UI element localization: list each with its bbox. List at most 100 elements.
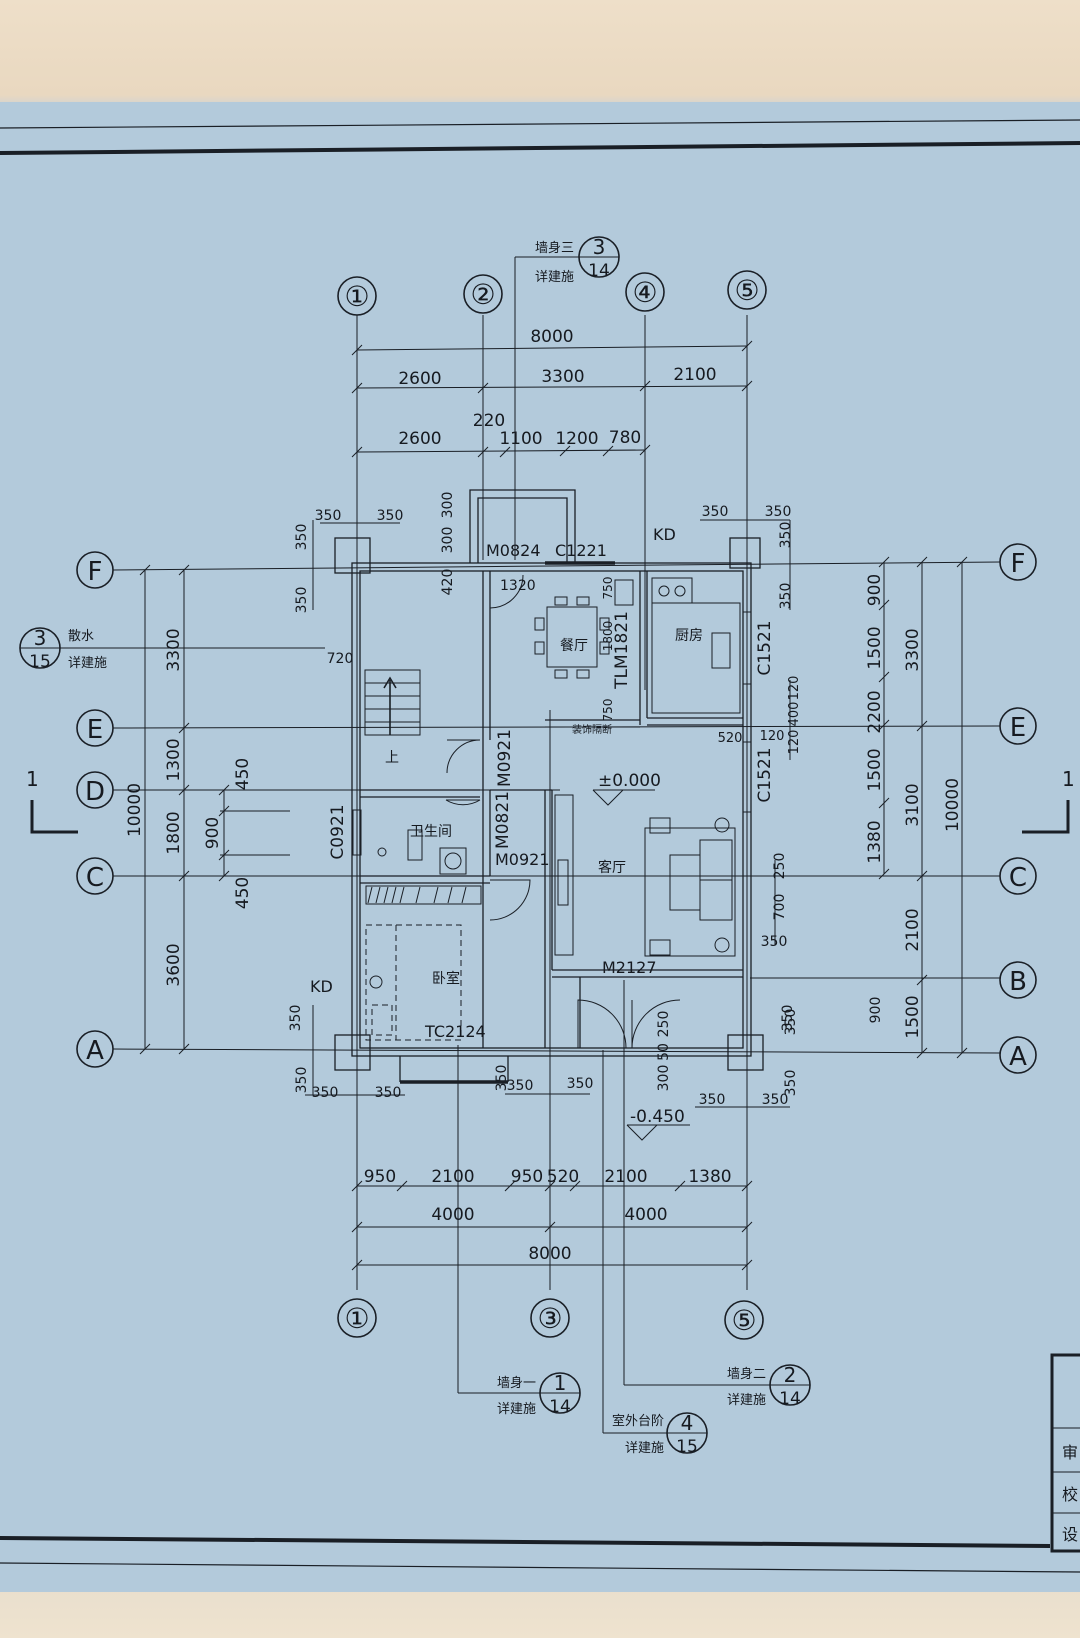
dim-top-small-4: 350: [765, 504, 792, 520]
label-C1521-1: C1521: [755, 620, 775, 675]
svg-text:散水: 散水: [68, 629, 94, 644]
label-M0921-1: M0921: [495, 729, 515, 787]
axis-bubble-bottom-3: ③: [530, 1298, 570, 1338]
dim-bot-small-1: 350: [312, 1085, 339, 1101]
dim-right-r1-3: 2100: [903, 908, 923, 951]
svg-text:3: 3: [34, 626, 47, 650]
kitchen-fixtures: 厨房: [651, 577, 741, 714]
dim-left-inner-1: 450: [233, 758, 253, 790]
room-kitchen: 厨房: [675, 628, 703, 644]
label-M2127: M2127: [602, 958, 657, 977]
svg-text:室外台阶: 室外台阶: [612, 1413, 664, 1429]
axis-bubble-right-C: C: [999, 857, 1037, 895]
dim-top-r3-4: 1200: [555, 429, 598, 449]
dim-left-small-2: 350: [294, 587, 310, 614]
dim-bot-r1-3: 950: [511, 1167, 543, 1187]
room-bathroom: 卫生间: [410, 824, 452, 840]
dim-left-4: 3600: [164, 943, 184, 986]
label-750-1: 750: [601, 577, 615, 600]
svg-text:A: A: [86, 1036, 104, 1066]
axis-bubble-left-D: D: [76, 771, 114, 809]
dim-right-r2-2: 1500: [865, 626, 885, 669]
detail-ref-wall-3: 墙身三 详建施 3 14: [514, 235, 620, 560]
label-1320: 1320: [500, 578, 536, 594]
bathroom-fixtures: 卫生间: [377, 824, 467, 875]
dim-top-r2-1: 2600: [398, 369, 441, 389]
svg-text:15: 15: [29, 652, 51, 672]
staircase: 上: [364, 669, 421, 766]
svg-text:①: ①: [344, 1302, 369, 1335]
axis-bubble-left-E: E: [76, 709, 114, 747]
axis-bubble-top-2: ②: [463, 274, 503, 314]
dim-right-r1-2: 3100: [903, 783, 923, 826]
dim-bot-small-6: 350: [762, 1092, 789, 1108]
dim-bot-r1-1: 950: [364, 1167, 396, 1187]
dim-right-r2-1: 900: [865, 574, 885, 606]
dim-bot-total: 8000: [528, 1244, 571, 1264]
section-mark-left: 1: [26, 767, 78, 834]
dim-right-r2-5: 1380: [865, 820, 885, 863]
elevation-outdoor: -0.450: [626, 1107, 690, 1141]
dim-top-r2-3: 2100: [673, 365, 716, 385]
floor-plan: 审 校 设 ① ② ④ ⑤ ① ③ ⑤ F E D C A F E C B A …: [0, 119, 1080, 1573]
dim-right-small-7: 520: [718, 731, 743, 746]
dim-right-small-8: 250: [772, 853, 788, 880]
dim-top-r2-2: 3300: [541, 367, 584, 387]
svg-text:②: ②: [470, 278, 495, 311]
dim-top-r3-5: 780: [609, 428, 641, 448]
dim-right-r1-4: 1500: [903, 995, 923, 1038]
dim-right-small-10: 350: [761, 934, 788, 950]
dim-left-2: 1300: [164, 738, 184, 781]
svg-text:详建施: 详建施: [625, 1441, 664, 1456]
dim-top-r3-1: 2600: [398, 429, 441, 449]
dim-right-small-2: 350: [778, 583, 794, 610]
dim-bot-r1-5: 2100: [604, 1167, 647, 1187]
elevation-floor: ±0.000: [592, 771, 661, 806]
axis-bubble-top-5: ⑤: [727, 270, 767, 310]
svg-text:D: D: [85, 777, 105, 807]
svg-text:详建施: 详建施: [727, 1393, 766, 1408]
label-KD-top: KD: [653, 525, 676, 544]
detail-ref-apron: 散水 详建施 3 15: [19, 626, 325, 672]
label-TLM1821: TLM1821: [612, 611, 632, 690]
dim-right-small-6: 120: [760, 729, 785, 744]
bedroom-furniture: 卧室: [365, 885, 482, 1041]
axis-bubble-bottom-1: ①: [337, 1298, 377, 1338]
dim-bot-small-12: 350: [783, 1070, 799, 1097]
detail-ref-wall-1: 墙身一 详建施 1 14: [457, 1045, 581, 1417]
svg-text:墙身二: 墙身二: [727, 1366, 766, 1382]
svg-text:详建施: 详建施: [68, 656, 107, 671]
door-swings: [445, 574, 681, 1070]
dim-left-small-5: 720: [327, 651, 354, 667]
svg-text:15: 15: [676, 1437, 698, 1457]
dim-bot-r1-6: 1380: [688, 1167, 731, 1187]
stairs-up-label: 上: [385, 750, 399, 766]
svg-text:2: 2: [784, 1363, 797, 1387]
svg-text:E: E: [1010, 713, 1026, 743]
dim-left-inner-3: 450: [233, 877, 253, 909]
section-mark-right: 1: [1022, 767, 1075, 834]
label-1800: 1800: [601, 621, 615, 652]
label-M0824: M0824: [486, 541, 541, 560]
svg-text:1: 1: [26, 767, 39, 791]
dim-right-small-4: 400: [787, 702, 802, 727]
axis-bubble-top-1: ①: [337, 276, 377, 316]
dim-right-small-12: 900: [868, 997, 884, 1024]
svg-text:C: C: [86, 863, 104, 893]
dining-table: 餐厅: [534, 596, 610, 679]
dim-left-small-4: 350: [494, 1065, 510, 1092]
dim-bot-small-9: 250: [656, 1011, 672, 1038]
dim-bot-small-5: 350: [699, 1092, 726, 1108]
dim-right-total: 10000: [943, 778, 963, 832]
dim-right-small-1: 350: [778, 522, 794, 549]
svg-text:③: ③: [537, 1302, 562, 1335]
label-KD-left: KD: [310, 977, 333, 996]
dim-bot-small-3: 350: [507, 1078, 534, 1094]
building-walls: [334, 489, 764, 1084]
dim-top-small-1: 350: [315, 508, 342, 524]
dim-top-total: 8000: [530, 327, 573, 347]
dim-bot-small-7: 350: [288, 1005, 304, 1032]
label-C1521-2: C1521: [755, 747, 775, 802]
label-M0921-2: M0921: [495, 850, 550, 869]
room-bedroom: 卧室: [432, 970, 460, 987]
